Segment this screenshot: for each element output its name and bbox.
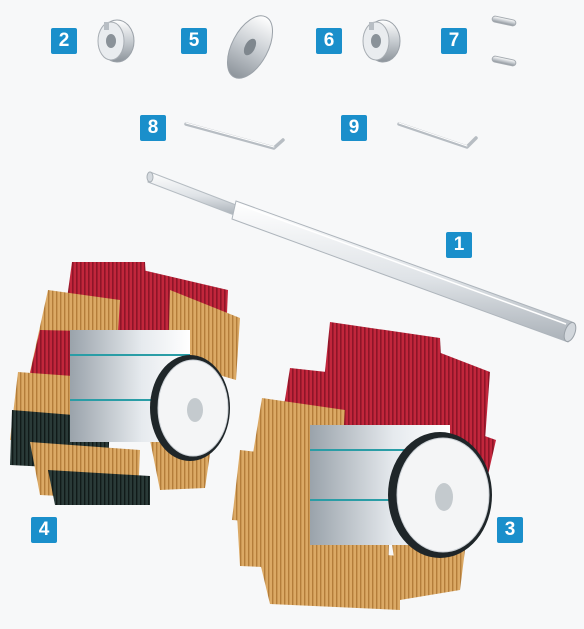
hex-key-9-icon — [399, 123, 476, 147]
part-badge-9: 9 — [341, 115, 367, 141]
part-badge-1: 1 — [446, 232, 472, 258]
part-badge-3: 3 — [497, 517, 523, 543]
part-badge-8: 8 — [140, 115, 166, 141]
collar-clamp-2-icon — [98, 20, 134, 62]
brush-wheel-4-icon — [10, 262, 240, 505]
part-badge-4: 4 — [31, 517, 57, 543]
part-badge-5: 5 — [181, 28, 207, 54]
washer-5-icon — [218, 9, 282, 86]
part-badge-6: 6 — [316, 28, 342, 54]
part-badge-2: 2 — [51, 28, 77, 54]
pins-7-icon — [492, 16, 517, 67]
brush-wheel-3-icon — [232, 322, 496, 610]
collar-clamp-6-icon — [363, 20, 400, 62]
part-badge-7: 7 — [441, 28, 467, 54]
hex-key-8-icon — [186, 123, 283, 148]
